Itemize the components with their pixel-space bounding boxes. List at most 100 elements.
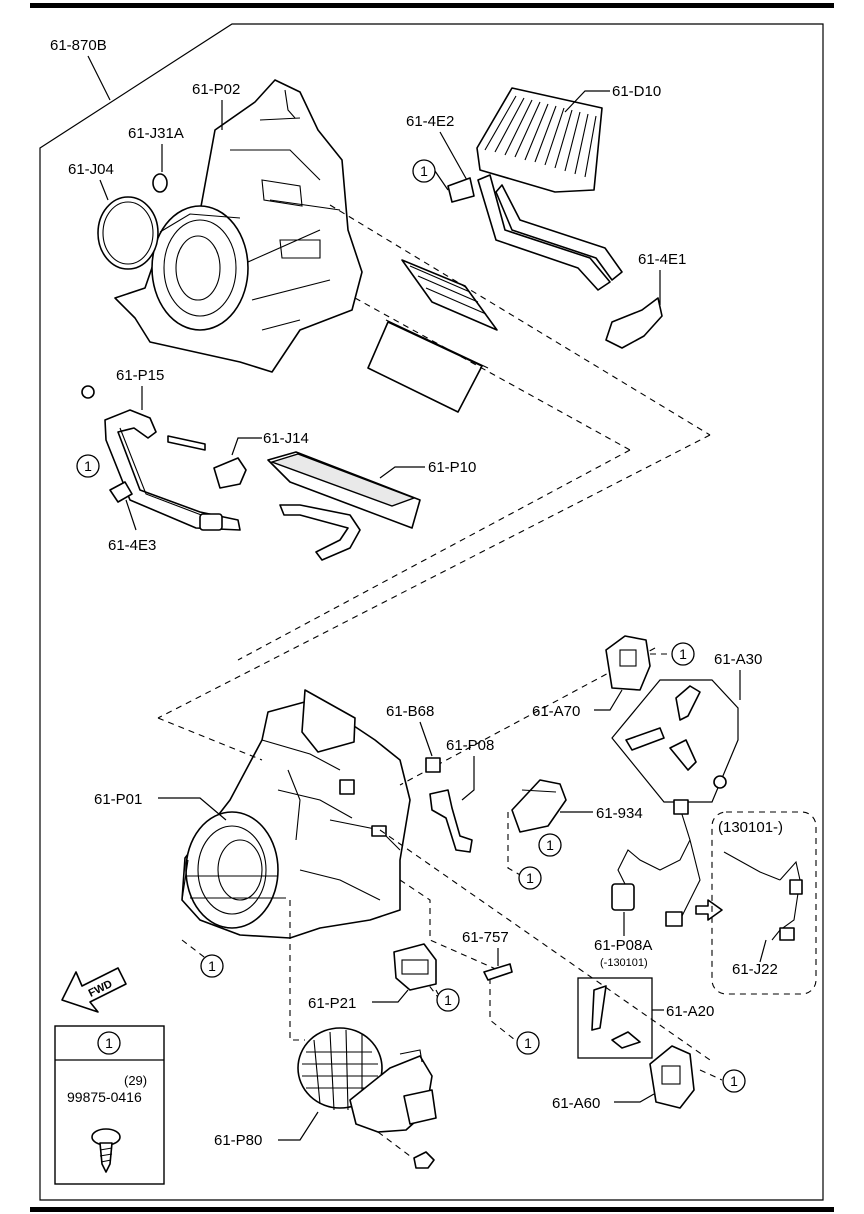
filter-plate <box>367 259 498 413</box>
dashed-guide-p21 <box>435 989 439 995</box>
actuator-61-a70 <box>605 635 651 691</box>
legend-ref: 1 <box>105 1035 113 1051</box>
label-61-a30: 61-A30 <box>714 651 762 668</box>
svg-text:1: 1 <box>546 837 554 853</box>
callout-1-b: 1 <box>76 454 100 478</box>
label-61-b68: 61-B68 <box>386 703 434 720</box>
label-61-934: 61-934 <box>596 805 643 822</box>
label-61-j22: 61-J22 <box>732 961 778 978</box>
dashed-guide-lower-4 <box>399 879 499 971</box>
label-61-4e1: 61-4E1 <box>638 251 686 268</box>
svg-text:1: 1 <box>84 458 92 474</box>
leader-61-j22 <box>759 939 767 963</box>
label-61-p21: 61-P21 <box>308 995 356 1012</box>
harness-61-p08a <box>611 799 701 927</box>
label-61-j31a: 61-J31A <box>128 125 184 142</box>
callout-1-a: 1 <box>412 159 436 183</box>
box-61-a20 <box>577 977 653 1059</box>
screw-p80 <box>413 1151 435 1169</box>
svg-text:1: 1 <box>730 1073 738 1089</box>
leader-61-870b <box>87 55 111 101</box>
blower-61-p80 <box>297 1027 437 1133</box>
label-61-4e2: 61-4E2 <box>406 113 454 130</box>
dashed-guide-lower-9 <box>507 812 523 877</box>
leader-61-p10 <box>379 466 425 479</box>
leader-61-p01 <box>158 797 227 821</box>
actuator-61-a60 <box>649 1045 695 1109</box>
resistor-61-p21 <box>393 943 437 991</box>
leader-61-a60 <box>614 1093 655 1103</box>
callout-1-g: 1 <box>722 1069 746 1093</box>
lever-a20-1 <box>591 985 607 1031</box>
clip-61-4e3 <box>109 481 133 503</box>
harness-61-p08 <box>429 789 473 853</box>
upper-case-61-p02 <box>114 79 363 373</box>
label-61-p10: 61-P10 <box>428 459 476 476</box>
label-61-p80: 61-P80 <box>214 1132 262 1149</box>
dashed-guide-lower-6 <box>489 978 516 1041</box>
svg-text:1: 1 <box>526 870 534 886</box>
callout-1-e: 1 <box>671 642 695 666</box>
leader-61-a70 <box>594 689 623 711</box>
screw-a30 <box>713 775 727 789</box>
label-61-757: 61-757 <box>462 929 509 946</box>
legend-part-number: 99875-0416 <box>67 1089 142 1105</box>
frame-border <box>39 23 824 1201</box>
lever-a30-2 <box>625 727 665 751</box>
leader-61-p80 <box>278 1111 319 1141</box>
transition-arrow <box>695 899 723 921</box>
dashed-guide-top-2 <box>354 297 631 451</box>
screw-icon <box>91 1128 121 1173</box>
label-61-a20: 61-A20 <box>666 1003 714 1020</box>
rod-61-757 <box>483 963 513 981</box>
lever-a20-2 <box>611 1031 641 1049</box>
dashed-guide-lower-2 <box>379 829 711 1061</box>
top-rule <box>30 3 834 8</box>
dashed-guide-lower-3 <box>289 900 305 1041</box>
label-61-a60: 61-A60 <box>552 1095 600 1112</box>
lever-a30-1 <box>675 685 701 721</box>
label-130101: (130101-) <box>718 819 783 836</box>
label-61-p15: 61-P15 <box>116 367 164 384</box>
dashed-guide-lower-5 <box>181 939 209 961</box>
callout-1-d: 1 <box>518 866 542 890</box>
lever-a30-3 <box>669 739 697 771</box>
svg-text:1: 1 <box>208 958 216 974</box>
legend-box: 1 (29) 99875-0416 <box>54 1025 165 1185</box>
dashed-guide-middle-1 <box>157 434 711 719</box>
callout-1-f: 1 <box>516 1031 540 1055</box>
label-61-j14: 61-J14 <box>263 430 309 447</box>
grommet-61-j31a <box>152 173 168 193</box>
label-61-p08a: 61-P08A <box>594 937 652 954</box>
dashed-guide-lower-10 <box>699 1069 723 1081</box>
fwd-arrow-icon: FWD <box>61 967 127 1013</box>
dashed-guide-p80 <box>377 1131 411 1157</box>
svg-text:1: 1 <box>524 1035 532 1051</box>
legend-qty: (29) <box>124 1073 147 1088</box>
label-61-j04: 61-J04 <box>68 161 114 178</box>
label-61-a70: 61-A70 <box>532 703 580 720</box>
label-61-870b: 61-870B <box>50 37 107 54</box>
label-61-p08: 61-P08 <box>446 737 494 754</box>
filter-61-p10 <box>267 451 421 561</box>
leader-61-b68 <box>419 721 433 757</box>
leader-61-p08 <box>461 756 475 801</box>
callout-1-h: 1 <box>436 988 460 1012</box>
bracket-61-4e1 <box>605 297 663 349</box>
label-61-d10: 61-D10 <box>612 83 661 100</box>
pipe-61-p15 <box>104 409 241 531</box>
box-61-j22 <box>711 811 817 995</box>
bolt-long <box>167 435 206 451</box>
clip-61-4e2 <box>447 177 475 203</box>
dashed-guide-middle-2 <box>237 449 631 661</box>
lower-case-61-p01 <box>181 689 411 939</box>
svg-text:1: 1 <box>444 992 452 1008</box>
label-61-p02: 61-P02 <box>192 81 240 98</box>
harness-61-j22 <box>723 851 803 941</box>
leader-61-p21 <box>372 989 409 1003</box>
leader-61-j04 <box>99 179 109 201</box>
leader-61-4e2 <box>439 131 469 183</box>
label-61-p01: 61-P01 <box>94 791 142 808</box>
label-61-4e3: 61-4E3 <box>108 537 156 554</box>
